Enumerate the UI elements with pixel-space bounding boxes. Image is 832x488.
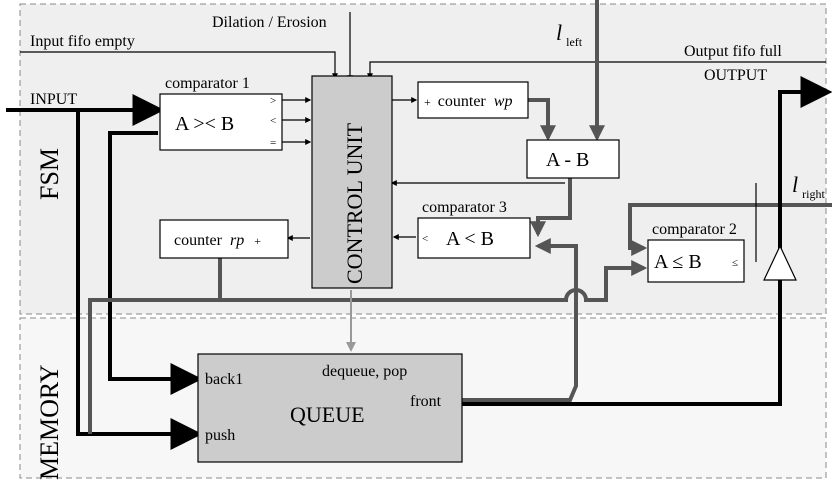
counter-rp-var: rp [230, 232, 244, 249]
counter-wp-text: counter [438, 93, 487, 110]
counter-rp-label: counter rp + [174, 232, 261, 249]
tristate-buffer [763, 244, 797, 281]
wire-rp-to-comp2-b [220, 260, 648, 302]
wire-output-fifo-full [367, 61, 826, 80]
wire-l-right [628, 203, 832, 256]
queue-label: QUEUE [290, 402, 365, 427]
queue-port-push: push [205, 427, 235, 444]
fsm-region-label: FSM [35, 148, 64, 200]
comparator3-op: A < B [446, 228, 494, 250]
comparator2-op: A ≤ B [654, 251, 702, 273]
comparator2-title: comparator 2 [652, 221, 737, 238]
counter-wp-block [417, 81, 529, 119]
signal-l-right: l right [792, 172, 825, 201]
signal-l-left-base: l [556, 20, 562, 45]
wire-front-to-comp3 [462, 238, 578, 402]
signal-l-left: l left [556, 20, 583, 49]
queue-port-dequeue: dequeue, pop [322, 363, 407, 380]
wire-rp-to-comp2 [88, 258, 222, 434]
counter-rp-text: counter [174, 232, 223, 249]
signal-l-right-sub: right [802, 187, 825, 201]
signal-output: OUTPUT [704, 67, 767, 84]
signal-l-left-sub: left [566, 35, 583, 49]
queue-block [197, 353, 463, 463]
wire-input-fifo-empty [20, 51, 338, 80]
comparator2-block [647, 239, 745, 283]
signal-input: INPUT [30, 91, 77, 108]
wire-comp1-b-back1 [108, 131, 203, 395]
comparator1-block [159, 93, 283, 151]
comparator3-out: < [422, 233, 428, 245]
comparator2-out: ≤ [732, 257, 738, 269]
counter-wp-plus: + [424, 95, 431, 109]
comparator3-block [417, 217, 531, 259]
comparator1-out-eq: = [270, 137, 276, 149]
signal-output-fifo-full: Output fifo full [684, 43, 782, 60]
comparator1-op: A >< B [175, 113, 234, 135]
subtractor-op: A - B [546, 149, 589, 171]
wire-wp-to-sub [528, 98, 556, 142]
comparator1-title: comparator 1 [165, 75, 250, 92]
queue-port-back1: back1 [205, 371, 243, 388]
comparator1-out-gt: > [270, 95, 276, 107]
wire-input-to-push [76, 110, 203, 450]
signal-dilation-erosion: Dilation / Erosion [212, 14, 327, 31]
wire-sub-to-comp3 [530, 178, 572, 238]
counter-wp-label: + counter wp [424, 93, 512, 110]
subtractor-block [526, 139, 620, 179]
signal-input-fifo-empty: Input fifo empty [30, 33, 135, 50]
counter-wp-var: wp [494, 93, 513, 110]
signal-l-right-base: l [792, 172, 798, 197]
control-unit-label: CONTROL UNIT [342, 122, 367, 284]
counter-rp-plus: + [254, 234, 261, 248]
control-unit-block [311, 75, 393, 289]
queue-port-front: front [410, 393, 442, 410]
comparator3-title: comparator 3 [422, 199, 507, 216]
memory-region-label: MEMORY [35, 364, 64, 480]
counter-rp-block [159, 219, 289, 259]
comparator1-out-lt: < [270, 115, 276, 127]
